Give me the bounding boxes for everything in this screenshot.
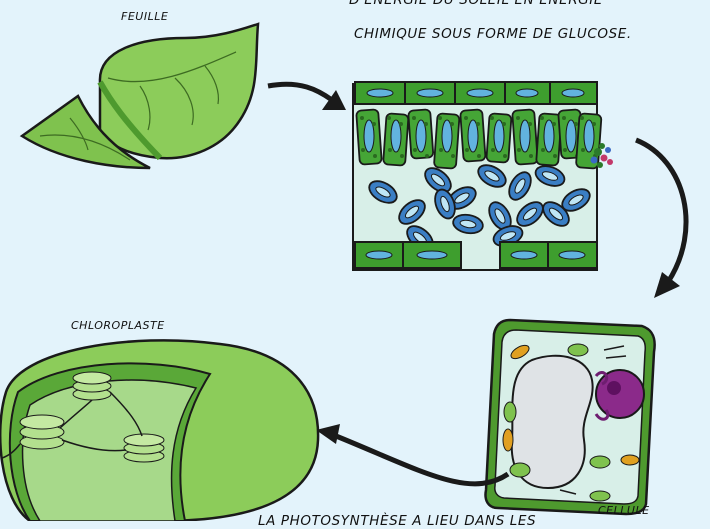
leaf-label: FEUILLE xyxy=(121,10,168,23)
arrow-leaf-to-tissue xyxy=(268,84,346,110)
arrow-tissue-to-cell xyxy=(636,140,686,298)
palisade-cell xyxy=(486,113,511,162)
caption-line-1: D'ÉNERGIE DU SOLEIL EN ÉNERGIE xyxy=(349,0,603,8)
cell-label: CELLULE xyxy=(598,504,650,517)
thylakoid-stack-1 xyxy=(73,372,111,400)
leaf-illustration xyxy=(22,24,258,168)
upper-epidermis xyxy=(355,82,597,104)
thylakoid-stack-3 xyxy=(124,434,164,462)
caption-line-2: CHIMIQUE SOUS FORME DE GLUCOSE. xyxy=(354,26,632,42)
plant-cell xyxy=(486,320,655,514)
leaf-cross-section xyxy=(353,82,613,270)
arrow-cell-to-chloroplast xyxy=(316,424,508,484)
thylakoid-stack-2 xyxy=(20,415,64,449)
palisade-cell xyxy=(536,113,562,165)
palisade-cell xyxy=(576,113,602,168)
palisade-cell xyxy=(408,109,433,158)
palisade-cell xyxy=(356,109,382,164)
palisade-cell xyxy=(460,109,486,161)
chloroplast-label: CHLOROPLASTE xyxy=(71,319,165,332)
palisade-cell xyxy=(512,109,538,164)
palisade-cell xyxy=(383,113,409,165)
chloroplast-illustration xyxy=(0,340,318,521)
caption-line-3: LA PHOTOSYNTHÈSE A LIEU DANS LES xyxy=(258,513,536,529)
palisade-cell xyxy=(434,113,460,168)
